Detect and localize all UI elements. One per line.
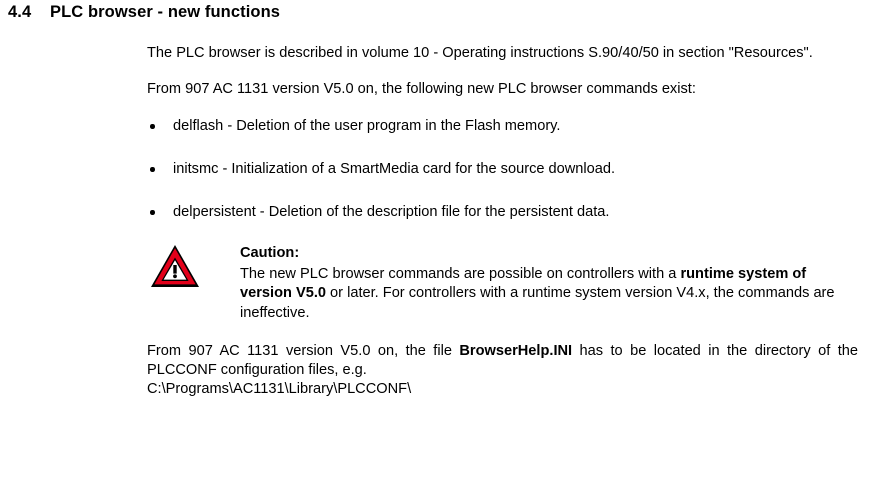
caution-body: Caution: The new PLC browser commands ar… (240, 244, 858, 323)
commands-intro-paragraph: From 907 AC 1131 version V5.0 on, the fo… (147, 81, 696, 97)
caution-text-part2: or later. For controllers with a runtime… (240, 285, 835, 321)
bullet-icon (150, 167, 155, 172)
section-number: 4.4 (8, 3, 32, 21)
caution-text: The new PLC browser commands are possibl… (240, 265, 858, 324)
list-item: delflash - Deletion of the user program … (147, 117, 858, 136)
spacer (147, 222, 858, 244)
closing-paragraph: From 907 AC 1131 version V5.0 on, the fi… (147, 342, 858, 380)
bullet-icon (150, 210, 155, 215)
spacer (147, 323, 858, 342)
caution-block: Caution: The new PLC browser commands ar… (147, 244, 858, 323)
config-file-path: C:\Programs\AC1131\Library\PLCCONF\ (147, 381, 412, 397)
list-item-label: delflash - Deletion of the user program … (173, 118, 561, 134)
bullet-icon (150, 124, 155, 129)
caution-title: Caution: (240, 245, 300, 261)
list-item-label: initsmc - Initialization of a SmartMedia… (173, 161, 616, 177)
spacer (147, 63, 858, 80)
commands-list: delflash - Deletion of the user program … (147, 117, 858, 222)
list-item-label: delpersistent - Deletion of the descript… (173, 204, 610, 220)
spacer (147, 99, 858, 117)
intro-paragraph: The PLC browser is described in volume 1… (147, 45, 813, 61)
caution-text-part1: The new PLC browser commands are possibl… (240, 265, 681, 282)
list-item: delpersistent - Deletion of the descript… (147, 203, 858, 222)
warning-triangle-icon (150, 244, 200, 288)
caution-text-emphasis: runtime system of version V5.0 (240, 265, 807, 302)
section-heading: 4.4 PLC browser - new functions (8, 3, 280, 22)
closing-part1: From 907 AC 1131 version V5.0 on, the fi… (147, 343, 460, 359)
section-title: PLC browser - new functions (50, 3, 281, 21)
document-body: The PLC browser is described in volume 1… (147, 44, 858, 399)
list-item: initsmc - Initialization of a SmartMedia… (147, 160, 858, 179)
closing-part2: has to be located in the directory of th… (147, 343, 858, 378)
browserhelp-filename: BrowserHelp.INI (459, 343, 573, 359)
